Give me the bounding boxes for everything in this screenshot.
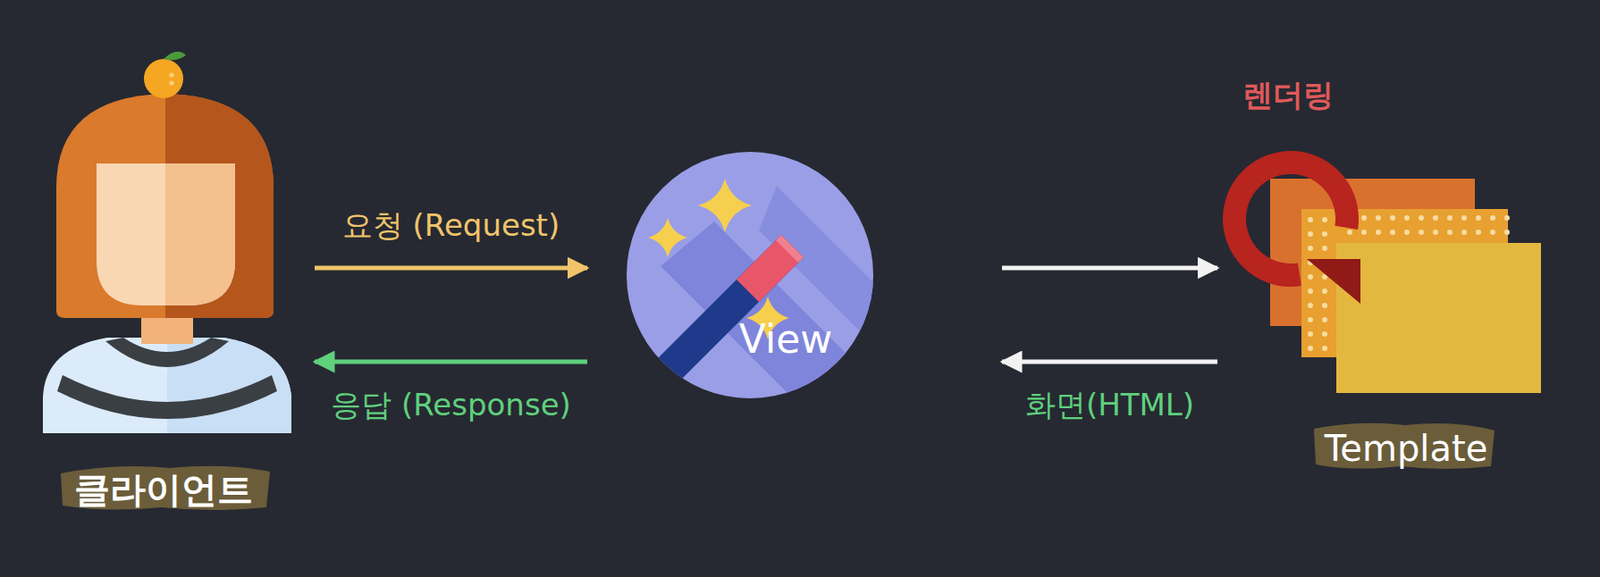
flow-arrow bbox=[314, 266, 588, 271]
edge-label: 화면(HTML) bbox=[1025, 387, 1195, 424]
illustration bbox=[35, 53, 297, 519]
flow-arrow bbox=[1002, 266, 1218, 271]
view-circle: View bbox=[624, 150, 876, 401]
note-label: 렌더링 bbox=[1242, 76, 1334, 114]
edge-label: 응답 (Response) bbox=[330, 387, 572, 424]
flow-arrow bbox=[314, 360, 588, 365]
node-label: 클라이언트 bbox=[74, 468, 253, 512]
node-label: Template bbox=[1324, 427, 1489, 471]
flow-arrow bbox=[1002, 360, 1218, 365]
edge-label: 요청 (Request) bbox=[342, 207, 560, 245]
illustration bbox=[624, 150, 876, 401]
template-pages: Template bbox=[1226, 98, 1549, 492]
client-figure: 클라이언트 bbox=[35, 53, 297, 519]
node-label: View bbox=[739, 316, 833, 364]
